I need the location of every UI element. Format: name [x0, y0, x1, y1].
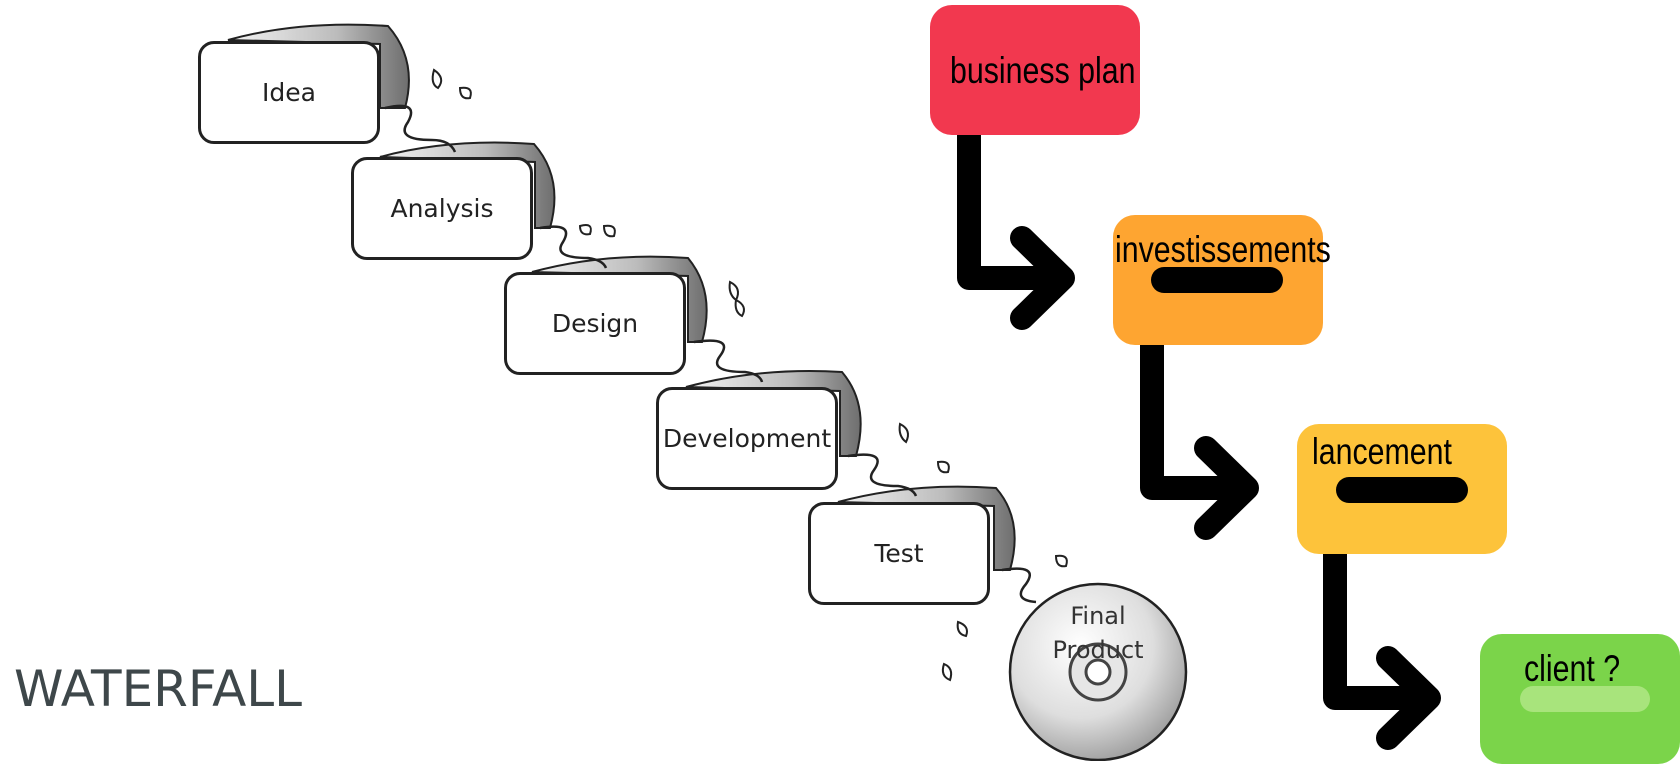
arrow-1-stem [957, 118, 1064, 290]
step-development-label: Development [662, 424, 832, 453]
step-idea: Idea [198, 41, 380, 144]
flow-label-investissements: investissements [1115, 229, 1331, 270]
waterfall-title: WATERFALL [14, 660, 302, 718]
arrow-2-stem [1140, 328, 1248, 500]
droplets [431, 68, 1068, 682]
arrow-3-stem [1323, 538, 1430, 710]
step-test: Test [808, 502, 990, 605]
connector-1 [384, 104, 457, 153]
connector-5 [1001, 567, 1037, 604]
flow-label-client: client ? [1524, 648, 1621, 689]
flow-label-lancement: lancement [1312, 431, 1452, 472]
connector-3 [693, 339, 764, 383]
client-highlight [1520, 686, 1650, 712]
step-development: Development [656, 387, 838, 490]
arrow-2-head [1194, 436, 1259, 540]
flow-box-business-plan [930, 5, 1140, 135]
step-design-label: Design [551, 309, 639, 338]
flow-label-business-plan: business plan [950, 50, 1136, 91]
final-product-line2: Product [1052, 636, 1144, 664]
lancement-highlight [1336, 477, 1468, 503]
step-idea-label: Idea [262, 78, 316, 107]
investissements-highlight [1151, 267, 1283, 293]
step-analysis: Analysis [351, 157, 533, 260]
step-test-label: Test [874, 539, 924, 568]
step-design: Design [504, 272, 686, 375]
connector-4 [847, 453, 918, 497]
step-analysis-label: Analysis [390, 194, 494, 223]
connector-2 [539, 225, 608, 269]
flow-arrows [957, 118, 1441, 750]
final-product-line1: Final [1070, 602, 1126, 630]
arrow-1-head [1010, 226, 1075, 330]
arrow-3-head [1376, 646, 1441, 750]
